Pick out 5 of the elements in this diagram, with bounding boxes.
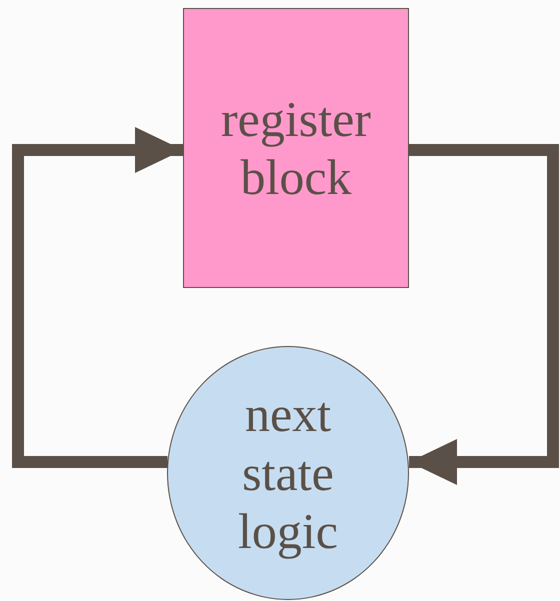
arrow <box>12 127 183 468</box>
node-label: register block <box>220 90 372 206</box>
arrow <box>409 144 559 485</box>
register-box <box>183 8 409 288</box>
node-label: next state logic <box>237 385 339 561</box>
